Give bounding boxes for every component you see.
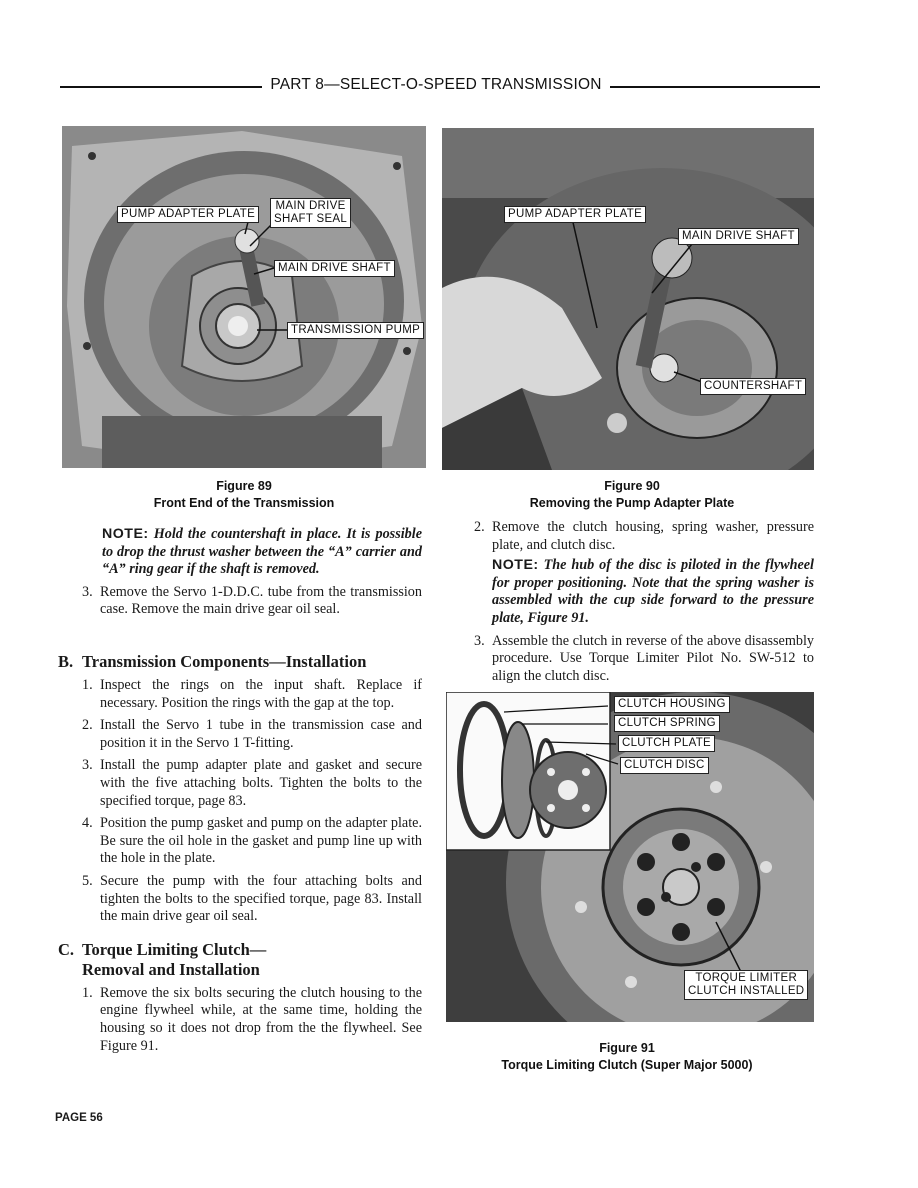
figure-91-number: Figure 91 bbox=[599, 1041, 655, 1055]
figure-90-photo: PUMP ADAPTER PLATE MAIN DRIVE SHAFT COUN… bbox=[442, 128, 814, 470]
b-item-2-text: Install the Servo 1 tube in the transmis… bbox=[100, 717, 422, 751]
b-item-3-number: 3. bbox=[82, 757, 93, 774]
b-item-1-text: Inspect the rings on the input shaft. Re… bbox=[100, 677, 422, 711]
figure-90-number: Figure 90 bbox=[604, 479, 660, 493]
fig91-label-torque-line1: TORQUE LIMITER bbox=[695, 972, 798, 984]
section-c-list: 1. Remove the six bolts securing the clu… bbox=[82, 985, 422, 1055]
section-c-letter: C. bbox=[58, 939, 75, 959]
b-item-4-number: 4. bbox=[82, 815, 93, 832]
page-number: PAGE 56 bbox=[55, 1112, 103, 1124]
b-item-5: 5. Secure the pump with the four attachi… bbox=[82, 873, 422, 926]
pump-adapter-removal-illustration bbox=[442, 128, 814, 470]
right-step-2-number: 2. bbox=[474, 519, 485, 535]
section-b-list: 1. Inspect the rings on the input shaft.… bbox=[82, 677, 422, 926]
section-b: B. Transmission Components—Installation … bbox=[58, 640, 422, 1055]
right-step-3-number: 3. bbox=[474, 632, 485, 649]
figure-90-title: Removing the Pump Adapter Plate bbox=[529, 496, 735, 510]
section-b-letter: B. bbox=[58, 652, 74, 671]
b-item-1-number: 1. bbox=[82, 677, 93, 693]
right-step-2-text: Remove the clutch housing, spring washer… bbox=[492, 519, 814, 553]
figure-89-caption: Figure 89 Front End of the Transmission bbox=[62, 478, 426, 512]
right-note: NOTE: The hub of the disc is piloted in … bbox=[492, 557, 814, 627]
left-note-label: NOTE: bbox=[102, 526, 149, 542]
fig89-label-pump-adapter-plate: PUMP ADAPTER PLATE bbox=[117, 206, 260, 223]
fig91-label-clutch-housing: CLUTCH HOUSING bbox=[614, 696, 730, 713]
fig89-label-transmission-pump: TRANSMISSION PUMP bbox=[287, 322, 425, 339]
c-item-1: 1. Remove the six bolts securing the clu… bbox=[82, 985, 422, 1055]
right-step-3: 3. Assemble the clutch in reverse of the… bbox=[474, 633, 814, 686]
section-b-heading: B. Transmission Components—Installation bbox=[58, 652, 422, 672]
b-item-4-text: Position the pump gasket and pump on the… bbox=[100, 815, 422, 867]
b-item-1: 1. Inspect the rings on the input shaft.… bbox=[82, 677, 422, 712]
figure-89-photo: PUMP ADAPTER PLATE MAIN DRIVE SHAFT SEAL… bbox=[62, 126, 426, 468]
b-item-5-number: 5. bbox=[82, 872, 93, 889]
section-c-title-line1: Torque Limiting Clutch— bbox=[82, 939, 267, 959]
figure-91-caption: Figure 91 Torque Limiting Clutch (Super … bbox=[446, 1040, 808, 1074]
header-rule-right bbox=[600, 86, 820, 88]
header-rule-left bbox=[60, 86, 270, 88]
section-c-title-line2: Removal and Installation bbox=[82, 959, 260, 979]
figure-91-photo: CLUTCH HOUSING CLUTCH SPRING CLUTCH PLAT… bbox=[446, 692, 814, 1022]
transmission-front-illustration bbox=[62, 126, 426, 468]
fig91-label-clutch-spring: CLUTCH SPRING bbox=[614, 715, 720, 732]
fig91-label-torque-line2: CLUTCH INSTALLED bbox=[688, 985, 805, 997]
b-item-3-text: Install the pump adapter plate and gaske… bbox=[100, 757, 422, 809]
fig89-label-seal-line2: SHAFT SEAL bbox=[274, 213, 348, 225]
figure-90-caption: Figure 90 Removing the Pump Adapter Plat… bbox=[442, 478, 822, 512]
left-column: NOTE: Hold the countershaft in place. It… bbox=[82, 526, 422, 619]
b-item-4: 4. Position the pump gasket and pump on … bbox=[82, 815, 422, 868]
section-b-title: Transmission Components—Installation bbox=[82, 652, 367, 671]
torque-limiting-clutch-illustration bbox=[446, 692, 814, 1022]
figure-91-title: Torque Limiting Clutch (Super Major 5000… bbox=[501, 1058, 753, 1072]
left-step-3-number: 3. bbox=[82, 583, 93, 600]
fig90-label-main-drive-shaft: MAIN DRIVE SHAFT bbox=[678, 228, 799, 245]
b-item-2-number: 2. bbox=[82, 717, 93, 734]
left-note: NOTE: Hold the countershaft in place. It… bbox=[102, 526, 422, 579]
right-step-2: 2. Remove the clutch housing, spring was… bbox=[474, 519, 814, 554]
left-step-3: 3. Remove the Servo 1-D.D.C. tube from t… bbox=[82, 584, 422, 619]
right-note-label: NOTE: bbox=[492, 557, 539, 574]
figure-89-number: Figure 89 bbox=[216, 479, 272, 493]
fig91-label-torque-limiter: TORQUE LIMITER CLUTCH INSTALLED bbox=[684, 970, 809, 1000]
fig91-label-clutch-plate: CLUTCH PLATE bbox=[618, 735, 716, 752]
section-c-title: Torque Limiting Clutch— Removal and Inst… bbox=[82, 940, 266, 980]
fig90-label-pump-adapter-plate: PUMP ADAPTER PLATE bbox=[504, 206, 647, 223]
fig91-label-clutch-disc: CLUTCH DISC bbox=[620, 757, 709, 774]
left-note-text: Hold the countershaft in place. It is po… bbox=[102, 526, 423, 578]
c-item-1-text: Remove the six bolts securing the clutch… bbox=[100, 984, 422, 1054]
b-item-3: 3. Install the pump adapter plate and ga… bbox=[82, 757, 422, 810]
c-item-1-number: 1. bbox=[82, 984, 93, 1001]
left-step-3-text: Remove the Servo 1-D.D.C. tube from the … bbox=[100, 583, 422, 618]
right-step-3-text: Assemble the clutch in reverse of the ab… bbox=[492, 632, 814, 684]
page-header-title: PART 8—SELECT-O-SPEED TRANSMISSION bbox=[262, 76, 610, 94]
fig89-label-main-drive-shaft-seal: MAIN DRIVE SHAFT SEAL bbox=[270, 198, 352, 228]
fig89-label-seal-line1: MAIN DRIVE bbox=[275, 200, 346, 212]
b-item-5-text: Secure the pump with the four attaching … bbox=[100, 872, 422, 925]
fig89-label-main-drive-shaft: MAIN DRIVE SHAFT bbox=[274, 260, 395, 277]
b-item-2: 2. Install the Servo 1 tube in the trans… bbox=[82, 717, 422, 752]
right-note-text: The hub of the disc is piloted in the fl… bbox=[492, 557, 814, 626]
section-c-heading: C. Torque Limiting Clutch— Removal and I… bbox=[58, 940, 422, 980]
right-column: 2. Remove the clutch housing, spring was… bbox=[474, 519, 814, 685]
fig90-label-countershaft: COUNTERSHAFT bbox=[700, 378, 807, 395]
figure-89-title: Front End of the Transmission bbox=[153, 496, 335, 510]
